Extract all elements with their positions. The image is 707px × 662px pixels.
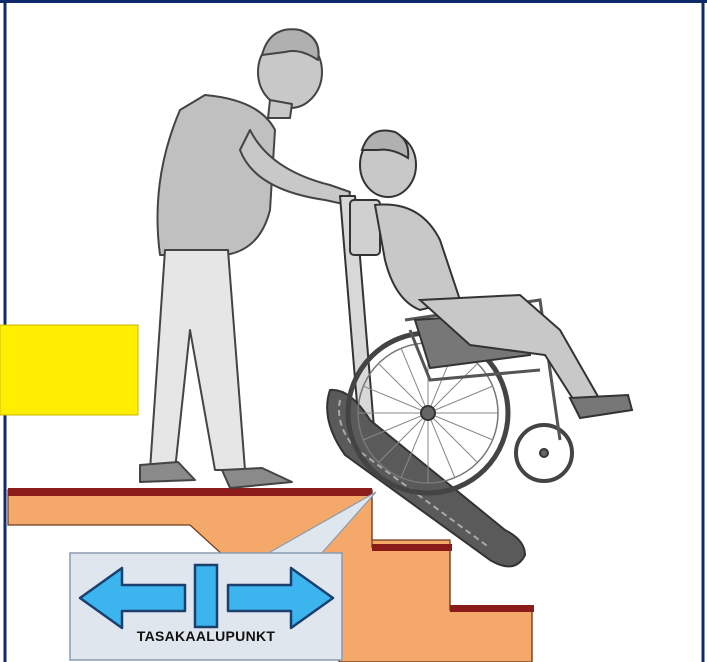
yellow-box <box>0 325 138 415</box>
person-icon <box>140 29 350 488</box>
balance-bar-icon <box>195 565 217 627</box>
balance-point-label: TASAKAALUPUNKT <box>70 628 342 644</box>
